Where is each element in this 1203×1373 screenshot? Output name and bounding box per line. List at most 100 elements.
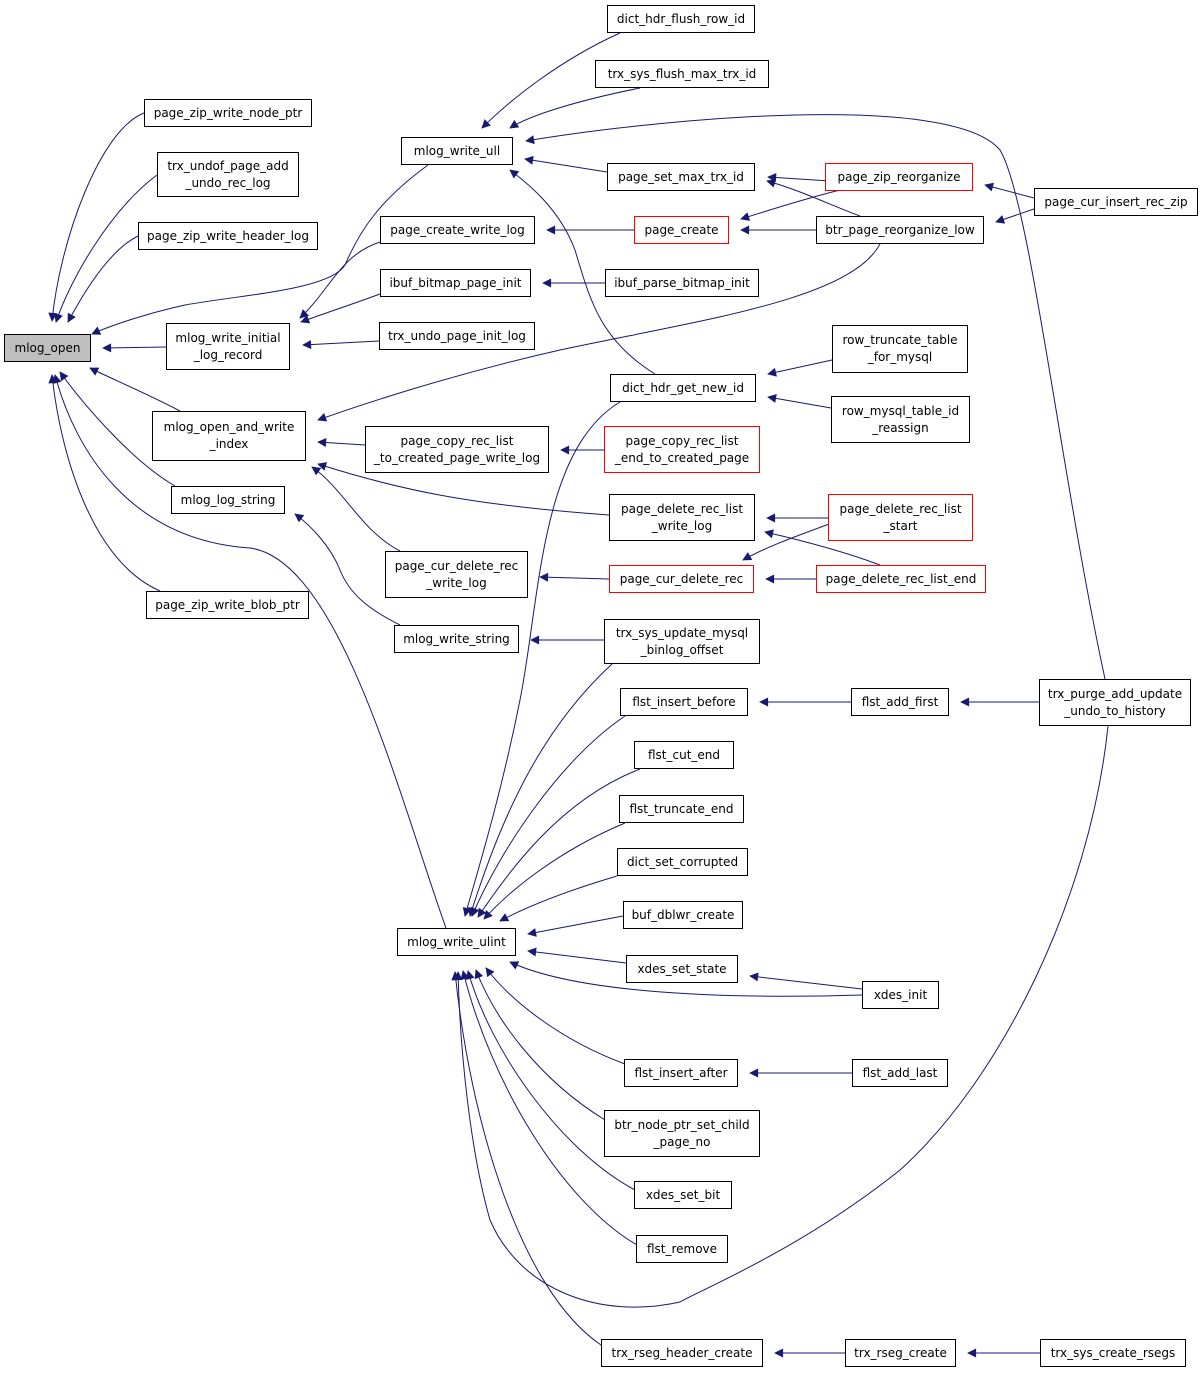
call-edge-n2-to-n0 <box>54 174 158 323</box>
graph-node-page-zip-write-header-log[interactable]: page_zip_write_header_log <box>138 222 318 250</box>
graph-node-flst-truncate-end[interactable]: flst_truncate_end <box>619 795 744 823</box>
graph-node-trx-sys-update-mysql-binlog-offset[interactable]: trx_sys_update_mysql _binlog_offset <box>604 619 760 664</box>
graph-node-flst-insert-after[interactable]: flst_insert_after <box>624 1059 738 1087</box>
graph-node-page-cur-delete-rec[interactable]: page_cur_delete_rec <box>609 565 754 593</box>
graph-node-dict-set-corrupted[interactable]: dict_set_corrupted <box>617 848 748 876</box>
graph-node-dict-hdr-get-new-id[interactable]: dict_hdr_get_new_id <box>610 374 756 402</box>
call-edge-n3-to-n0 <box>67 235 139 323</box>
call-edge-n16-to-n8 <box>481 32 621 129</box>
call-edge-n24-to-n13 <box>539 572 610 582</box>
graph-node-dict-hdr-flush-row-id[interactable]: dict_hdr_flush_row_id <box>607 5 755 33</box>
graph-node-flst-add-last[interactable]: flst_add_last <box>852 1059 948 1087</box>
graph-node-mlog-write-string[interactable]: mlog_write_string <box>394 625 519 653</box>
graph-node-row-truncate-table-for-mysql[interactable]: row_truncate_table _for_mysql <box>832 325 968 373</box>
graph-node-page-create-write-log[interactable]: page_create_write_log <box>380 216 535 244</box>
graph-node-flst-insert-before[interactable]: flst_insert_before <box>620 688 748 716</box>
graph-node-page-zip-write-node-ptr[interactable]: page_zip_write_node_ptr <box>144 99 312 127</box>
graph-node-trx-sys-create-rsegs[interactable]: trx_sys_create_rsegs <box>1040 1339 1186 1367</box>
graph-node-row-mysql-table-id-reassign[interactable]: row_mysql_table_id _reassign <box>831 396 970 443</box>
call-edge-n37-to-n19 <box>740 189 841 221</box>
graph-node-mlog-write-ull[interactable]: mlog_write_ull <box>401 137 513 165</box>
call-edge-n29-to-n15 <box>499 875 618 922</box>
call-edge-n47-to-n37 <box>984 182 1035 199</box>
call-edge-n38-to-n5 <box>317 243 881 422</box>
call-edge-n21-to-n15 <box>462 401 621 917</box>
call-edge-n28-to-n15 <box>483 822 626 920</box>
call-edge-n13-to-n5 <box>311 466 401 552</box>
call-edge-n36-to-n15 <box>451 971 602 1346</box>
call-edge-n14-to-n6 <box>294 513 401 626</box>
graph-node-page-cur-insert-rec-zip[interactable]: page_cur_insert_rec_zip <box>1034 188 1198 216</box>
graph-node-page-create[interactable]: page_create <box>634 216 729 244</box>
call-edge-n48-to-n8 <box>525 114 1106 680</box>
call-edge-n33-to-n15 <box>474 969 606 1121</box>
call-edge-n7-to-n0 <box>48 374 161 592</box>
graph-node-xdes-init[interactable]: xdes_init <box>862 981 939 1009</box>
call-edge-n38-to-n18 <box>766 178 861 217</box>
graph-node-trx-purge-add-update-undo-to-history[interactable]: trx_purge_add_update _undo_to_history <box>1039 679 1191 726</box>
graph-node-buf-dblwr-create[interactable]: buf_dblwr_create <box>623 901 743 929</box>
graph-node-trx-sys-flush-max-trx-id[interactable]: trx_sys_flush_max_trx_id <box>595 60 769 88</box>
call-edge-n10-to-n4 <box>300 293 381 324</box>
graph-node-page-delete-rec-list-start[interactable]: page_delete_rec_list _start <box>828 494 973 541</box>
graph-node-mlog-open-and-write-index[interactable]: mlog_open_and_write _index <box>152 411 306 461</box>
graph-node-page-copy-rec-list-end-to-created-page[interactable]: page_copy_rec_list _end_to_created_page <box>604 426 760 473</box>
graph-node-trx-undo-page-init-log[interactable]: trx_undo_page_init_log <box>379 322 535 350</box>
graph-node-flst-add-first[interactable]: flst_add_first <box>851 688 949 716</box>
graph-node-mlog-write-initial-log-record[interactable]: mlog_write_initial _log_record <box>166 323 290 370</box>
graph-node-mlog-open: mlog_open <box>4 334 91 362</box>
call-edge-n47-to-n38 <box>995 208 1035 224</box>
call-edge-n48-to-n15 <box>453 725 1109 1308</box>
call-edge-n1-to-n0 <box>48 112 145 322</box>
call-edge-n6-to-n0 <box>59 371 176 487</box>
call-edge-n15-to-n0 <box>52 374 447 929</box>
graph-node-page-delete-rec-list-write-log[interactable]: page_delete_rec_list _write_log <box>609 494 755 541</box>
graph-node-ibuf-parse-bitmap-init[interactable]: ibuf_parse_bitmap_init <box>605 269 759 297</box>
graph-node-btr-node-ptr-set-child-page-no[interactable]: btr_node_ptr_set_child _page_no <box>604 1110 760 1157</box>
graph-node-page-copy-rec-list-to-created-page-write-log[interactable]: page_copy_rec_list _to_created_page_writ… <box>365 426 549 473</box>
call-edge-n17-to-n8 <box>509 87 641 129</box>
graph-node-trx-rseg-header-create[interactable]: trx_rseg_header_create <box>601 1339 763 1367</box>
graph-node-ibuf-bitmap-page-init[interactable]: ibuf_bitmap_page_init <box>380 269 531 297</box>
call-edge-n5-to-n0 <box>89 367 181 412</box>
call-edge-n18-to-n8 <box>524 155 608 173</box>
graph-node-page-zip-reorganize[interactable]: page_zip_reorganize <box>825 163 973 191</box>
call-edge-n44-to-n15 <box>509 961 863 997</box>
graph-node-trx-rseg-create[interactable]: trx_rseg_create <box>845 1339 956 1367</box>
call-edge-n44-to-n31 <box>749 972 863 990</box>
graph-node-btr-page-reorganize-low[interactable]: btr_page_reorganize_low <box>816 216 984 244</box>
graph-node-page-zip-write-blob-ptr[interactable]: page_zip_write_blob_ptr <box>146 591 309 619</box>
call-edge-n26-to-n15 <box>471 715 626 917</box>
call-edge-n8-to-n0 <box>91 164 429 335</box>
call-edge-n35-to-n15 <box>460 970 638 1246</box>
graph-node-page-delete-rec-list-end[interactable]: page_delete_rec_list_end <box>816 565 986 593</box>
call-edge-n9-to-n4 <box>299 241 381 319</box>
graph-node-flst-remove[interactable]: flst_remove <box>636 1235 728 1263</box>
call-edge-n37-to-n18 <box>767 173 831 183</box>
graph-node-trx-undof-page-add-undo-rec-log[interactable]: trx_undof_page_add _undo_rec_log <box>157 152 299 197</box>
call-edge-n42-to-n23 <box>764 529 881 566</box>
graph-node-page-set-max-trx-id[interactable]: page_set_max_trx_id <box>607 163 755 191</box>
call-edge-n27-to-n15 <box>477 768 641 918</box>
call-edge-n34-to-n15 <box>465 970 636 1191</box>
graph-node-mlog-write-ulint[interactable]: mlog_write_ulint <box>397 928 516 956</box>
call-edge-n12-to-n5 <box>317 438 366 448</box>
call-edge-n25-to-n15 <box>468 663 613 917</box>
call-edge-n40-to-n21 <box>767 393 832 409</box>
graph-node-xdes-set-bit[interactable]: xdes_set_bit <box>634 1181 732 1209</box>
call-edge-n31-to-n15 <box>527 947 627 964</box>
call-edge-n39-to-n21 <box>767 359 833 377</box>
graph-node-flst-cut-end[interactable]: flst_cut_end <box>634 741 734 769</box>
call-edge-n21-to-n8 <box>509 169 656 375</box>
graph-node-page-cur-delete-rec-write-log[interactable]: page_cur_delete_rec _write_log <box>385 551 528 598</box>
graph-node-xdes-set-state[interactable]: xdes_set_state <box>626 955 738 983</box>
call-edge-n41-to-n24 <box>742 519 841 561</box>
graph-node-mlog-log-string[interactable]: mlog_log_string <box>171 486 285 514</box>
call-edge-n32-to-n15 <box>485 967 626 1065</box>
call-edge-n11-to-n4 <box>302 340 380 350</box>
call-edge-n30-to-n15 <box>527 915 624 937</box>
call-edge-n4-to-n0 <box>102 343 167 353</box>
call-edge-n23-to-n5 <box>317 462 610 516</box>
